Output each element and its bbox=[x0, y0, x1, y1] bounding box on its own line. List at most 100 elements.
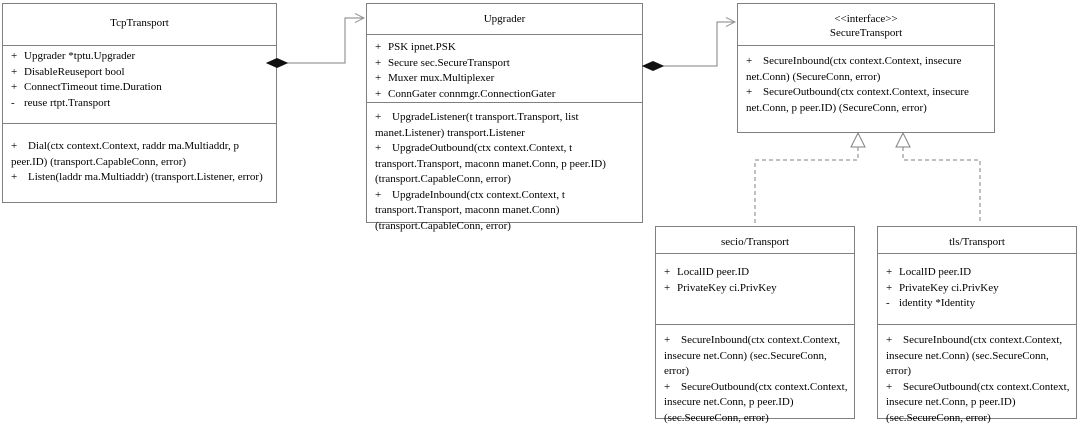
operation-text: SecureOutbound(ctx context.Context, inse… bbox=[746, 86, 969, 114]
attributes-compartment-secio-transport: +LocalID peer.ID +PrivateKey ci.PrivKey bbox=[656, 265, 854, 296]
attribute-text: PrivateKey ci.PrivKey bbox=[677, 282, 777, 294]
realization-triangle-icon bbox=[851, 133, 865, 147]
operation-text: Dial(ctx context.Context, raddr ma.Multi… bbox=[11, 140, 239, 168]
edge-composition-upgrader-to-securetransport bbox=[643, 18, 735, 71]
compartment-divider bbox=[878, 253, 1076, 254]
class-box-tls-transport[interactable]: tls/Transport +LocalID peer.ID +PrivateK… bbox=[877, 226, 1077, 419]
realization-triangle-icon bbox=[896, 133, 910, 147]
class-box-upgrader[interactable]: Upgrader +PSK ipnet.PSK +Secure sec.Secu… bbox=[366, 3, 643, 223]
operation-text: SecureInbound(ctx context.Context, insec… bbox=[664, 334, 840, 377]
visibility-marker: + bbox=[11, 49, 24, 65]
class-box-secure-transport[interactable]: <<interface>> SecureTransport +SecureInb… bbox=[737, 3, 995, 133]
operation-row: +UpgradeInbound(ctx context.Context, t t… bbox=[367, 188, 642, 235]
attributes-compartment-tcp-transport: +Upgrader *tptu.Upgrader +DisableReusepo… bbox=[3, 49, 276, 111]
edge-composition-tcp-to-upgrader bbox=[267, 14, 364, 68]
operation-text: Listen(laddr ma.Multiaddr) (transport.Li… bbox=[28, 171, 263, 183]
class-stereotype-secure-transport: <<interface>> bbox=[738, 12, 994, 26]
operation-row: +SecureOutbound(ctx context.Context, ins… bbox=[878, 380, 1076, 426]
edge-realization-secio-to-securetransport bbox=[755, 133, 865, 224]
operation-row: +UpgradeListener(t transport.Transport, … bbox=[367, 110, 642, 141]
operation-text: UpgradeInbound(ctx context.Context, t tr… bbox=[375, 189, 565, 232]
class-title-tls-transport: tls/Transport bbox=[878, 235, 1076, 249]
class-title-upgrader: Upgrader bbox=[367, 12, 642, 26]
visibility-marker: + bbox=[375, 40, 388, 56]
class-box-secio-transport[interactable]: secio/Transport +LocalID peer.ID +Privat… bbox=[655, 226, 855, 419]
attribute-text: ConnectTimeout time.Duration bbox=[24, 81, 162, 93]
visibility-marker: + bbox=[11, 65, 24, 81]
attribute-text: identity *Identity bbox=[899, 297, 975, 309]
attribute-text: reuse rtpt.Transport bbox=[24, 97, 110, 109]
visibility-marker: + bbox=[375, 87, 388, 103]
edge-realization-tls-to-securetransport bbox=[896, 133, 980, 224]
attribute-row: +LocalID peer.ID bbox=[878, 265, 1076, 281]
attribute-row: +PSK ipnet.PSK bbox=[367, 40, 642, 56]
visibility-marker: + bbox=[886, 265, 899, 281]
operations-compartment-secio-transport: +SecureInbound(ctx context.Context, inse… bbox=[656, 333, 854, 426]
visibility-marker: + bbox=[886, 333, 903, 349]
compartment-divider bbox=[367, 102, 642, 103]
attribute-row: +PrivateKey ci.PrivKey bbox=[878, 281, 1076, 297]
attribute-row: -reuse rtpt.Transport bbox=[3, 96, 276, 112]
class-title-secio-transport: secio/Transport bbox=[656, 235, 854, 249]
visibility-marker: + bbox=[11, 80, 24, 96]
attributes-compartment-upgrader: +PSK ipnet.PSK +Secure sec.SecureTranspo… bbox=[367, 40, 642, 102]
attribute-text: Muxer mux.Multiplexer bbox=[388, 72, 494, 84]
visibility-marker: + bbox=[375, 141, 392, 157]
visibility-marker: + bbox=[664, 380, 681, 396]
attribute-text: ConnGater connmgr.ConnectionGater bbox=[388, 88, 555, 100]
operation-row: +Listen(laddr ma.Multiaddr) (transport.L… bbox=[3, 170, 276, 186]
attribute-row: +Upgrader *tptu.Upgrader bbox=[3, 49, 276, 65]
operation-row: +SecureOutbound(ctx context.Context, ins… bbox=[738, 85, 994, 116]
operation-text: SecureInbound(ctx context.Context, insec… bbox=[886, 334, 1062, 377]
operation-text: SecureInbound(ctx context.Context, insec… bbox=[746, 55, 962, 83]
visibility-marker: + bbox=[664, 281, 677, 297]
class-title-secure-transport: SecureTransport bbox=[738, 26, 994, 40]
attribute-row: -identity *Identity bbox=[878, 296, 1076, 312]
operations-compartment-upgrader: +UpgradeListener(t transport.Transport, … bbox=[367, 110, 642, 234]
attribute-text: LocalID peer.ID bbox=[899, 266, 971, 278]
visibility-marker: + bbox=[746, 54, 763, 70]
visibility-marker: + bbox=[664, 333, 681, 349]
composition-diamond-icon bbox=[643, 62, 663, 71]
operation-row: +SecureOutbound(ctx context.Context, ins… bbox=[656, 380, 854, 426]
attribute-text: LocalID peer.ID bbox=[677, 266, 749, 278]
operations-compartment-tls-transport: +SecureInbound(ctx context.Context, inse… bbox=[878, 333, 1076, 426]
operation-text: UpgradeOutbound(ctx context.Context, t t… bbox=[375, 142, 606, 185]
operation-row: +SecureInbound(ctx context.Context, inse… bbox=[656, 333, 854, 380]
visibility-marker: + bbox=[375, 56, 388, 72]
operations-compartment-tcp-transport: +Dial(ctx context.Context, raddr ma.Mult… bbox=[3, 139, 276, 186]
compartment-divider bbox=[878, 324, 1076, 325]
operation-text: SecureOutbound(ctx context.Context, inse… bbox=[886, 381, 1070, 424]
attribute-row: +LocalID peer.ID bbox=[656, 265, 854, 281]
attribute-text: PSK ipnet.PSK bbox=[388, 41, 456, 53]
visibility-marker: + bbox=[746, 85, 763, 101]
visibility-marker: - bbox=[886, 296, 899, 312]
attribute-row: +Secure sec.SecureTransport bbox=[367, 56, 642, 72]
attribute-text: Upgrader *tptu.Upgrader bbox=[24, 50, 135, 62]
attribute-row: +PrivateKey ci.PrivKey bbox=[656, 281, 854, 297]
attribute-row: +ConnectTimeout time.Duration bbox=[3, 80, 276, 96]
operation-text: UpgradeListener(t transport.Transport, l… bbox=[375, 111, 579, 139]
visibility-marker: + bbox=[886, 281, 899, 297]
visibility-marker: + bbox=[375, 71, 388, 87]
visibility-marker: + bbox=[375, 188, 392, 204]
operation-row: +UpgradeOutbound(ctx context.Context, t … bbox=[367, 141, 642, 188]
attribute-text: DisableReuseport bool bbox=[24, 66, 125, 78]
operation-row: +Dial(ctx context.Context, raddr ma.Mult… bbox=[3, 139, 276, 170]
visibility-marker: + bbox=[11, 170, 28, 186]
open-arrowhead-icon bbox=[726, 18, 735, 27]
attribute-row: +ConnGater connmgr.ConnectionGater bbox=[367, 87, 642, 103]
attribute-text: PrivateKey ci.PrivKey bbox=[899, 282, 999, 294]
visibility-marker: + bbox=[664, 265, 677, 281]
compartment-divider bbox=[656, 324, 854, 325]
compartment-divider bbox=[367, 34, 642, 35]
class-box-tcp-transport[interactable]: TcpTransport +Upgrader *tptu.Upgrader +D… bbox=[2, 3, 277, 203]
attribute-row: +DisableReuseport bool bbox=[3, 65, 276, 81]
visibility-marker: + bbox=[11, 139, 28, 155]
compartment-divider bbox=[738, 45, 994, 46]
compartment-divider bbox=[3, 123, 276, 124]
visibility-marker: + bbox=[375, 110, 392, 126]
visibility-marker: + bbox=[886, 380, 903, 396]
operation-row: +SecureInbound(ctx context.Context, inse… bbox=[738, 54, 994, 85]
